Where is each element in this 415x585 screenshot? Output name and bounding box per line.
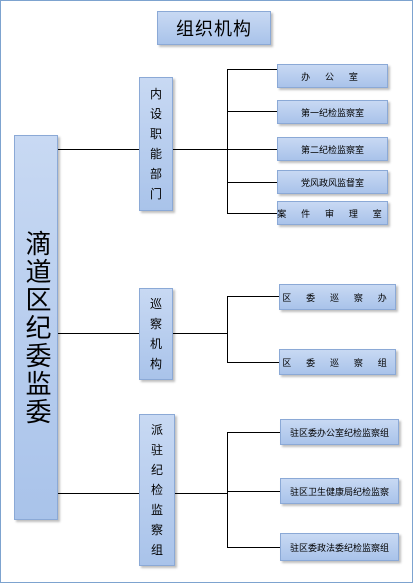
group-node-inspection-agencies: 巡 察 机 构 bbox=[139, 288, 173, 380]
connector bbox=[227, 491, 280, 492]
leaf-case-review-office: 案 件 审 理 室 bbox=[277, 201, 388, 225]
leaf-inspection-team: 区 委 巡 察 组 bbox=[279, 349, 396, 375]
leaf-political-legal-committee-team: 驻区委政法委纪检监察组 bbox=[280, 533, 399, 561]
connector bbox=[227, 432, 280, 433]
leaf-inspection-office: 区 委 巡 察 办 bbox=[279, 284, 396, 310]
connector bbox=[227, 547, 280, 548]
connector bbox=[227, 432, 228, 548]
connector bbox=[227, 296, 279, 297]
connector bbox=[173, 333, 227, 334]
leaf-office: 办 公 室 bbox=[277, 64, 388, 88]
leaf-first-inspection-office: 第一纪检监察室 bbox=[277, 100, 388, 124]
leaf-health-bureau-team: 驻区卫生健康局纪检监察 bbox=[280, 478, 399, 504]
connector bbox=[227, 111, 277, 112]
leaf-district-committee-office-team: 驻区委办公室纪检监察组 bbox=[280, 419, 399, 445]
connector bbox=[175, 493, 227, 494]
leaf-second-inspection-office: 第二纪检监察室 bbox=[277, 137, 388, 161]
connector bbox=[227, 362, 279, 363]
group-node-stationed-inspection-teams: 派 驻 纪 检 监 察 组 bbox=[139, 414, 175, 566]
connector bbox=[227, 296, 228, 363]
root-node: 滴道区纪委监委 bbox=[14, 135, 58, 520]
org-chart-title: 组织机构 bbox=[157, 11, 271, 45]
connector bbox=[58, 149, 139, 150]
group-node-internal-departments: 内 设 职 能 部 门 bbox=[139, 77, 173, 211]
connector bbox=[227, 149, 277, 150]
connector bbox=[227, 69, 228, 214]
connector bbox=[227, 213, 277, 214]
connector bbox=[173, 149, 227, 150]
connector bbox=[227, 182, 277, 183]
leaf-conduct-supervision-office: 党风政风监督室 bbox=[277, 170, 388, 194]
connector bbox=[58, 333, 139, 334]
connector bbox=[58, 493, 139, 494]
connector bbox=[227, 69, 277, 70]
